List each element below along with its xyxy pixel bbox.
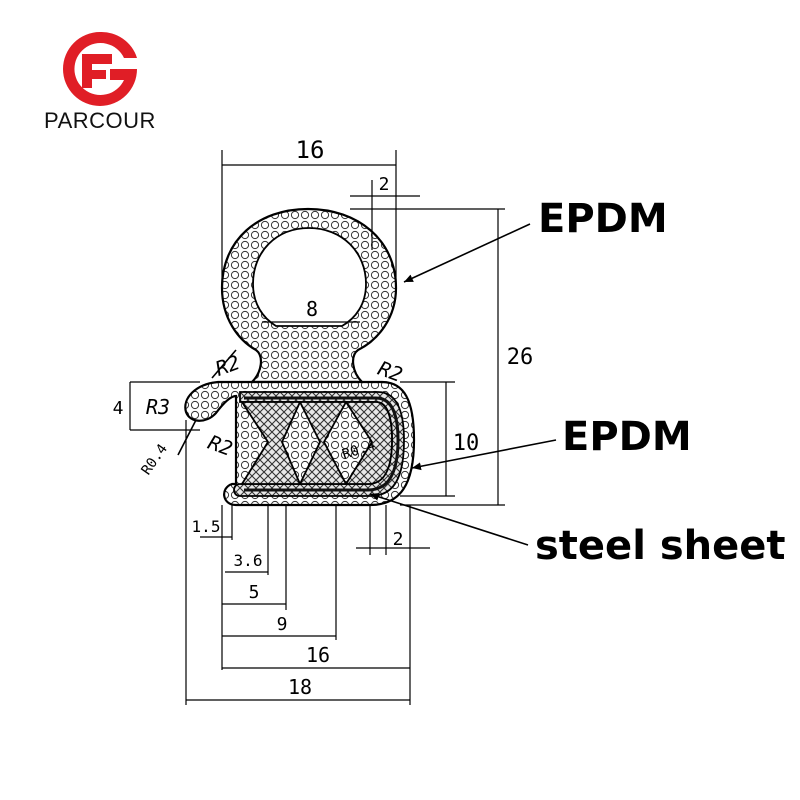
- dim-lip-inner-radius: R2: [205, 430, 236, 461]
- brand-name: PARCOUR: [44, 108, 156, 133]
- dim-wall-bottom: 2: [393, 529, 404, 550]
- dim-bulb-inner: 8: [306, 297, 318, 321]
- dim-16: 16: [306, 643, 330, 667]
- callout-steel-sheet: steel sheet: [535, 523, 786, 569]
- channel-section: [233, 391, 405, 497]
- dim-lip-tip-radius: R0.4: [139, 441, 171, 478]
- dim-wall-top: 2: [379, 174, 390, 195]
- callout-leaders: [177, 223, 557, 546]
- dim-height-total: 26: [507, 345, 534, 370]
- callout-epdm-bottom: EPDM: [562, 414, 692, 460]
- dim-radius-left: R2: [212, 350, 243, 381]
- dim-18: 18: [288, 675, 312, 699]
- dim-9: 9: [277, 614, 288, 635]
- brand: PARCOUR: [30, 28, 170, 138]
- dim-lip-radius: R3: [146, 395, 170, 419]
- callout-epdm-top: EPDM: [538, 196, 668, 242]
- parcour-logo-icon: [63, 31, 137, 107]
- dim-lip-height: 4: [113, 398, 124, 419]
- dim-width-top: 16: [296, 136, 325, 164]
- bulb-section: [220, 207, 398, 384]
- dim-5: 5: [249, 582, 260, 603]
- dim-channel-height: 10: [453, 431, 480, 456]
- dim-1-5: 1.5: [192, 517, 221, 536]
- dimension-lines: [129, 150, 505, 705]
- dim-3-6: 3.6: [234, 551, 263, 570]
